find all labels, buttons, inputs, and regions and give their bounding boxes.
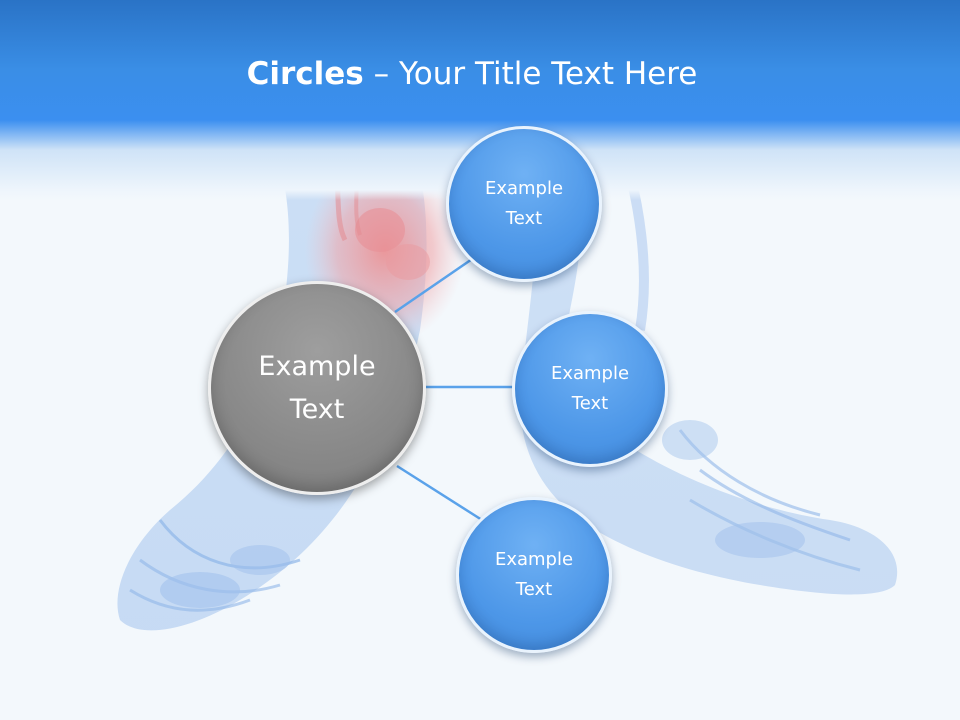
title-bold: Circles — [246, 56, 364, 92]
node-circle-2-label: Example Text — [550, 363, 630, 414]
slide-title: Circles – Your Title Text Here — [0, 52, 944, 96]
center-circle[interactable]: Example Text — [208, 281, 426, 495]
node-circle-1[interactable]: Example Text — [446, 126, 602, 282]
connector-1 — [394, 253, 479, 314]
node-circle-2[interactable]: Example Text — [512, 311, 668, 467]
node-circle-3-label: Example Text — [494, 549, 574, 600]
node-circle-1-label: Example Text — [484, 178, 564, 229]
title-rest: – Your Title Text Here — [363, 56, 698, 92]
node-circle-3[interactable]: Example Text — [456, 497, 612, 653]
connector-3 — [396, 464, 483, 522]
center-circle-label: Example Text — [258, 351, 376, 425]
